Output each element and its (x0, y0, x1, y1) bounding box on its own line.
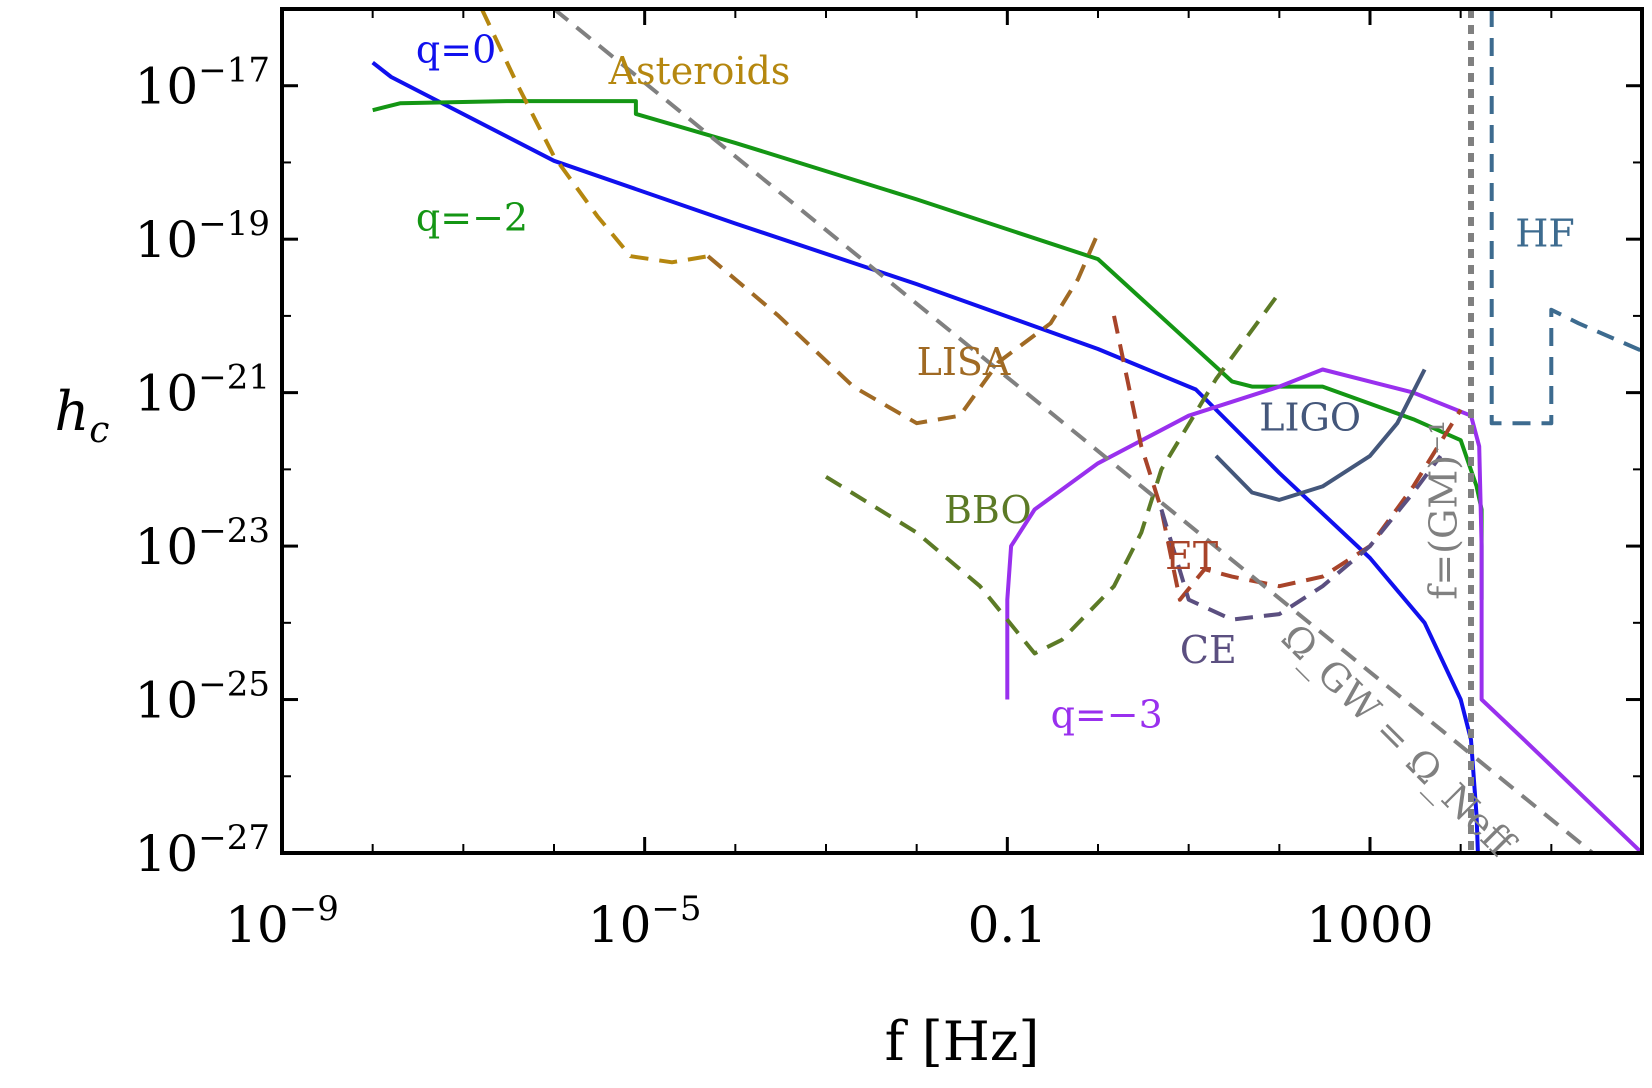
label-ce: CE (1180, 628, 1237, 672)
y-tick-label-4: 10−25 (135, 665, 270, 730)
label-et: ET (1165, 534, 1218, 578)
x-axis-title: f [Hz] (885, 1010, 1040, 1073)
series-line-hf (1489, 9, 1642, 426)
y-tick-label-5: 10−27 (135, 818, 270, 883)
label-q-3: q=−3 (1051, 693, 1163, 737)
x-tick-label-2: 0.1 (968, 896, 1048, 954)
plot-frame (280, 7, 1644, 855)
y-tick-label-2: 10−21 (135, 358, 270, 423)
label-ligo: LIGO (1259, 396, 1361, 440)
label-lisa: LISA (917, 340, 1011, 384)
series-line-bbo (824, 291, 1281, 656)
series-line-ligo (1214, 368, 1427, 502)
label-gw-neff: Ω_GW = Ω_Neff (1272, 615, 1525, 868)
y-tick-label-1: 10−19 (135, 204, 270, 269)
series-line-asteroids (479, 9, 709, 265)
y-axis-title: hc (55, 380, 110, 451)
series-line-q-3 (1005, 367, 1642, 853)
label-q-0: q=0 (416, 28, 496, 72)
series-line-lisa (706, 232, 1100, 426)
x-tick-label-0: 10−9 (225, 889, 339, 954)
label-asteroids: Asteroids (608, 49, 791, 93)
series-line-gw-neff (552, 9, 1596, 853)
label-hf: HF (1515, 212, 1575, 256)
series-line-q-0 (371, 61, 1480, 853)
label-q-2: q=−2 (416, 195, 528, 239)
y-tick-label-0: 10−17 (135, 51, 270, 116)
x-tick-label-3: 1000 (1306, 896, 1433, 954)
y-tick-label-3: 10−23 (135, 511, 270, 576)
x-tick-label-1: 10−5 (588, 889, 702, 954)
series-layer (371, 9, 1642, 853)
series-line-ce (1159, 454, 1443, 622)
label-f-gm: f=(GM)⁻¹ (1422, 420, 1466, 600)
label-bbo: BBO (944, 488, 1032, 532)
